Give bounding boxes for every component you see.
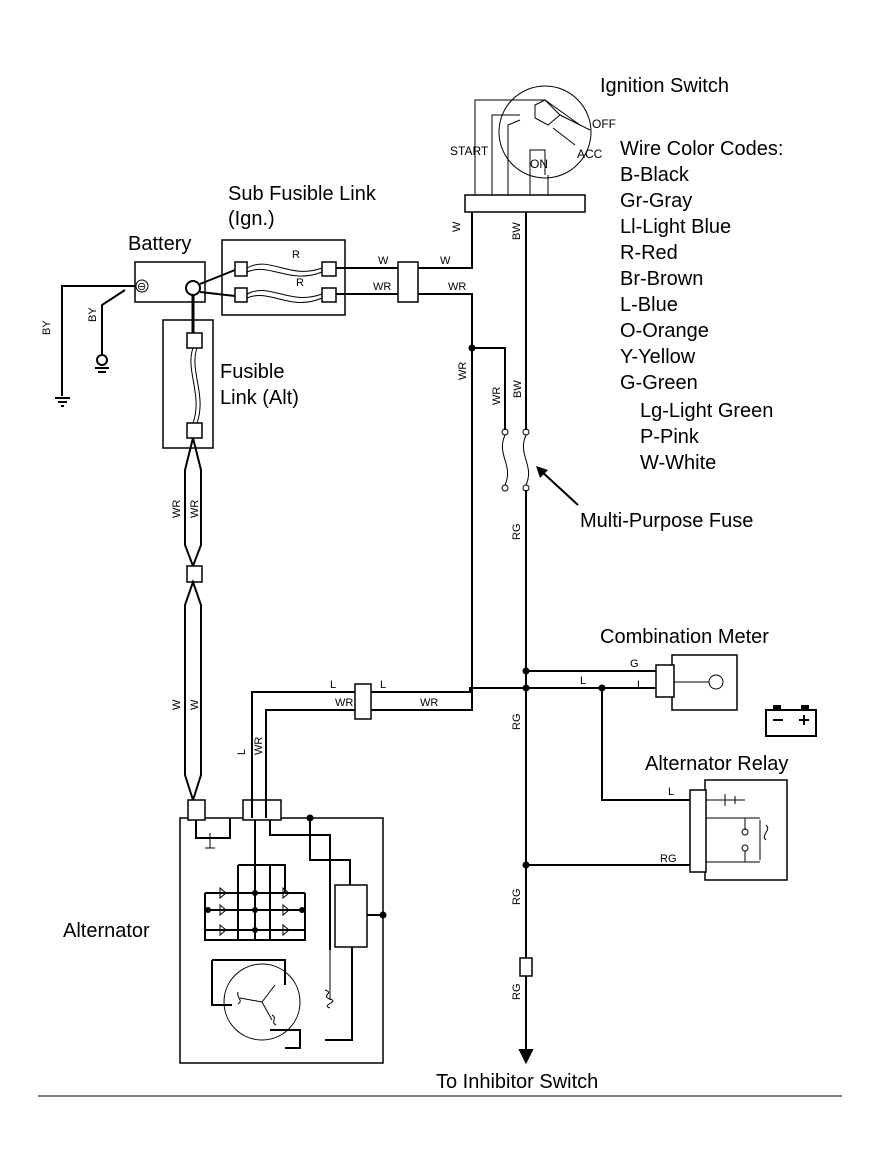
sub-fusible-link: R R (221, 239, 346, 316)
wire-tag-r: R (296, 277, 304, 289)
wire-tag-wr: WR (448, 281, 466, 293)
to-inhibitor-switch-label: To Inhibitor Switch (436, 1071, 598, 1093)
ignition-switch: OFF START ACC ON (450, 85, 616, 213)
wire-tag-rg: RG (660, 853, 677, 865)
alternator-label: Alternator (63, 920, 150, 942)
wire-tag-l: L (637, 679, 643, 691)
color-code-item: P-Pink (640, 426, 700, 448)
wire-tag-wr: WR (420, 697, 438, 709)
wire-tag-wr: WR (335, 697, 353, 709)
wire-tag-l: L (380, 679, 386, 691)
wire-tag-rg: RG (511, 984, 523, 1001)
wire-tag-wr: WR (457, 362, 469, 380)
connector (354, 683, 372, 720)
fusible-link-label-1: Fusible (220, 361, 284, 383)
inline-resistor (519, 957, 533, 977)
alternator-relay-label: Alternator Relay (645, 753, 788, 775)
ignition-switch-label: Ignition Switch (600, 75, 729, 97)
wire-color-codes: Wire Color Codes: B-Black Gr-Gray Ll-Lig… (620, 138, 783, 474)
combination-meter (655, 654, 738, 711)
battery-label: Battery (128, 233, 191, 255)
color-code-item: O-Orange (620, 320, 709, 342)
switch-on-label: ON (530, 157, 548, 171)
connector (186, 565, 203, 583)
color-code-item: B-Black (620, 164, 690, 186)
color-code-item: G-Green (620, 372, 698, 394)
color-code-item: Y-Yellow (620, 346, 696, 368)
ground-wires: BY BY (41, 285, 135, 407)
fusible-link-label-2: Link (Alt) (220, 387, 299, 409)
multi-purpose-fuse (501, 428, 530, 492)
switch-start-label: START (450, 144, 489, 158)
wire-tag-wr: WR (253, 737, 265, 755)
fusible-link-alt (162, 319, 214, 449)
wire-tag-g: G (630, 658, 639, 670)
multi-purpose-fuse-label: Multi-Purpose Fuse (580, 510, 753, 532)
wire-tag-rg: RG (511, 714, 523, 731)
connector (397, 261, 419, 303)
wire-tag-bw: BW (512, 380, 524, 398)
color-code-item: Gr-Gray (620, 190, 692, 212)
combination-meter-label: Combination Meter (600, 626, 769, 648)
wire-tag-by: BY (41, 320, 53, 335)
switch-off-label: OFF (592, 117, 616, 131)
wire-tag-l: L (668, 786, 674, 798)
color-code-item: Br-Brown (620, 268, 703, 290)
wire-tag-r: R (292, 249, 300, 261)
color-code-item: L-Blue (620, 294, 678, 316)
wire-tag-w: W (189, 699, 201, 710)
wire-tag-w: W (171, 699, 183, 710)
color-code-item: Lg-Light Green (640, 400, 773, 422)
wire-tag-w: W (440, 255, 451, 267)
wire-tag-bw: BW (511, 222, 523, 240)
wire-tag-l: L (236, 749, 248, 755)
wire-tag-rg: RG (511, 524, 523, 541)
color-code-item: R-Red (620, 242, 678, 264)
sub-fusible-link-label-1: Sub Fusible Link (228, 183, 377, 205)
wire-tag-wr: WR (373, 281, 391, 293)
wire-tag-by: BY (87, 307, 99, 322)
color-code-item: Ll-Light Blue (620, 216, 731, 238)
wire-tag-w: W (378, 255, 389, 267)
switch-acc-label: ACC (577, 147, 603, 161)
wire-tag-wr: WR (491, 387, 503, 405)
color-code-item: W-White (640, 452, 716, 474)
wire-tag-rg: RG (511, 889, 523, 906)
wire-tag-wr: WR (171, 500, 183, 518)
battery-minus-symbol: ⊖ (137, 281, 146, 293)
sub-fusible-link-label-2: (Ign.) (228, 208, 275, 230)
wire-tag-wr: WR (189, 500, 201, 518)
color-codes-title: Wire Color Codes: (620, 138, 783, 160)
battery-warning-icon (765, 705, 817, 737)
alternator-relay (689, 779, 788, 881)
wire-tag-l: L (330, 679, 336, 691)
wire-tag-w: W (451, 221, 463, 232)
wire-tag-l: L (580, 675, 586, 687)
alternator (179, 799, 387, 1064)
